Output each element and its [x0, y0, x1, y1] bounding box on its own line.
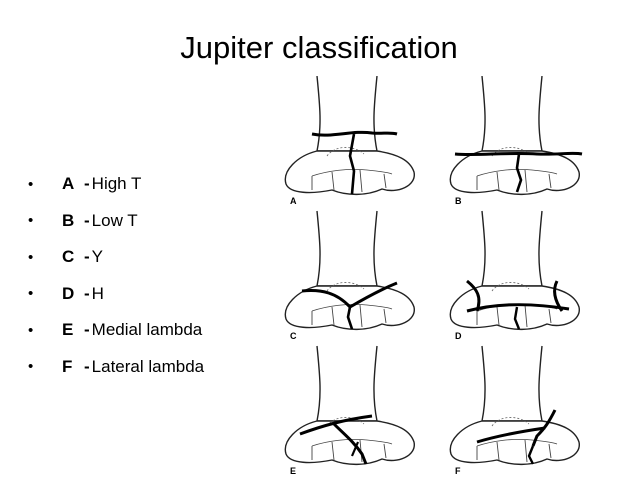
panel-b-drawing: B [449, 76, 583, 206]
bullet-letter: C [62, 247, 75, 267]
panel-label-a: A [290, 196, 297, 206]
bullet-dash: - [84, 210, 90, 230]
panel-e-drawing: E [284, 345, 416, 476]
bullet-dot-icon: • [28, 212, 34, 230]
bullet-item: • F - Lateral lambda [28, 349, 268, 386]
bullet-item: • C - Y [28, 239, 268, 276]
panel-d-drawing: D [449, 210, 581, 341]
panel-f-drawing: F [449, 345, 581, 476]
bullet-item: • E - Medial lambda [28, 312, 268, 349]
bullet-dot-icon: • [28, 175, 34, 193]
panel-label-f: F [455, 466, 461, 476]
panel-label-b: B [455, 196, 462, 206]
panel-c-drawing: C [284, 210, 416, 341]
bullet-item: • B - Low T [28, 203, 268, 240]
bullet-text: Lateral lambda [91, 356, 205, 376]
bullet-letter: D [62, 283, 75, 303]
bullet-dot-icon: • [28, 248, 34, 266]
panel-label-c: C [290, 331, 297, 341]
fracture-classification-figure: A B C D [284, 76, 583, 476]
panel-label-d: D [455, 331, 462, 341]
panel-a-drawing: A [284, 76, 416, 206]
bullet-list: • A - High T • B - Low T • C - Y • D - H… [28, 166, 268, 385]
bullet-text: Medial lambda [91, 320, 203, 340]
bullet-letter: A [62, 174, 75, 194]
bullet-dash: - [84, 356, 90, 376]
bullet-dot-icon: • [28, 285, 34, 303]
bullet-item: • D - H [28, 276, 268, 313]
bullet-text: Low T [91, 210, 138, 230]
bullet-text: High T [91, 174, 142, 194]
bullet-dash: - [84, 320, 90, 340]
bullet-text: Y [91, 247, 104, 267]
bullet-dash: - [84, 283, 90, 303]
bullet-text: H [91, 283, 104, 303]
bullet-dot-icon: • [28, 321, 34, 339]
panel-label-e: E [290, 466, 296, 476]
bullet-letter: B [62, 210, 75, 230]
bullet-letter: F [62, 356, 73, 376]
bullet-dash: - [84, 174, 90, 194]
bullet-dash: - [84, 247, 90, 267]
bullet-letter: E [62, 320, 74, 340]
bullet-item: • A - High T [28, 166, 268, 203]
bullet-dot-icon: • [28, 358, 34, 376]
slide-title: Jupiter classification [180, 30, 458, 65]
